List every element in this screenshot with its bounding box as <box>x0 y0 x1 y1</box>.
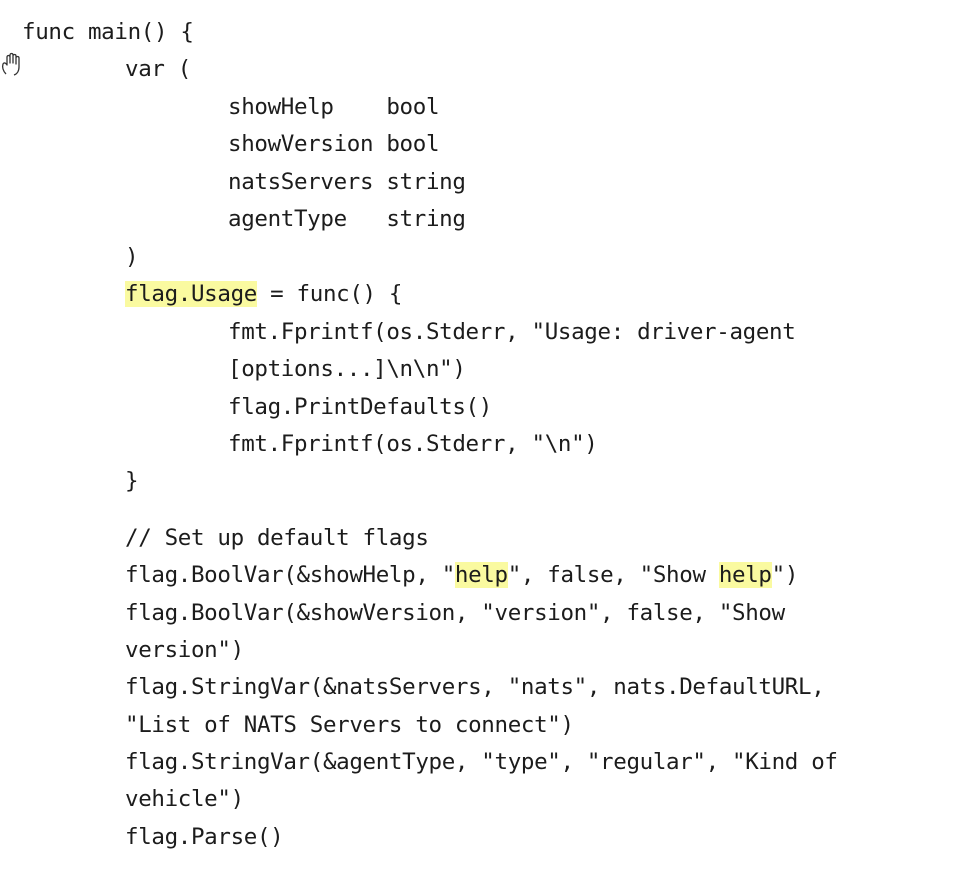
code-text: func main() { <box>22 19 194 45</box>
code-text: flag.PrintDefaults() <box>228 394 492 420</box>
code-text: flag.BoolVar(&showHelp, " <box>125 562 455 588</box>
code-line: ) <box>125 238 139 276</box>
code-line: } <box>125 462 139 500</box>
code-text: vehicle") <box>125 786 244 812</box>
code-text: flag.Parse() <box>125 824 284 850</box>
code-line: flag.Usage = func() { <box>125 275 402 313</box>
code-text: = func() { <box>256 281 403 307</box>
code-text: // Set up default flags <box>125 525 429 551</box>
code-line: flag.StringVar(&agentType, "type", "regu… <box>125 743 838 781</box>
code-line: flag.StringVar(&natsServers, "nats", nat… <box>125 668 825 706</box>
code-line: fmt.Fprintf(os.Stderr, "Usage: driver-ag… <box>228 313 796 351</box>
code-text: showVersion bool <box>228 131 440 157</box>
highlighted-code-text: help <box>454 562 508 588</box>
code-line: flag.BoolVar(&showVersion, "version", fa… <box>125 594 785 632</box>
code-line: flag.PrintDefaults() <box>228 388 492 426</box>
code-line: var ( <box>125 50 191 88</box>
code-text: version") <box>125 637 244 663</box>
code-line: // Set up default flags <box>125 519 429 557</box>
hand-cursor-icon <box>1 52 20 76</box>
code-line: showVersion bool <box>228 125 439 163</box>
code-text: [options...]\n\n") <box>228 356 466 382</box>
code-line: agentType string <box>228 200 466 238</box>
code-text: ", false, "Show <box>507 562 719 588</box>
code-text: natsServers string <box>228 169 466 195</box>
code-line: natsServers string <box>228 163 466 201</box>
highlighted-code-text: flag.Usage <box>125 281 257 307</box>
code-line: showHelp bool <box>228 88 439 126</box>
code-line: [options...]\n\n") <box>228 350 466 388</box>
code-line: flag.Parse() <box>125 818 284 856</box>
code-line: func main() { <box>22 13 194 51</box>
code-text: var ( <box>125 56 191 82</box>
code-line: "List of NATS Servers to connect") <box>125 706 574 744</box>
code-line: flag.BoolVar(&showHelp, "help", false, "… <box>125 556 798 594</box>
code-text: fmt.Fprintf(os.Stderr, "Usage: driver-ag… <box>228 319 796 345</box>
code-text: flag.StringVar(&natsServers, "nats", nat… <box>125 674 825 700</box>
code-text: } <box>125 468 139 494</box>
code-text: fmt.Fprintf(os.Stderr, "\n") <box>228 431 598 457</box>
code-text: ) <box>125 244 139 270</box>
highlighted-code-text: help <box>718 562 772 588</box>
code-text: ") <box>771 562 799 588</box>
code-line: version") <box>125 631 244 669</box>
code-text: agentType string <box>228 206 466 232</box>
code-text: showHelp bool <box>228 94 440 120</box>
code-line: fmt.Fprintf(os.Stderr, "\n") <box>228 425 598 463</box>
code-text: flag.StringVar(&agentType, "type", "regu… <box>125 749 838 775</box>
code-text: flag.BoolVar(&showVersion, "version", fa… <box>125 600 785 626</box>
code-line: vehicle") <box>125 780 244 818</box>
code-text: "List of NATS Servers to connect") <box>125 712 574 738</box>
